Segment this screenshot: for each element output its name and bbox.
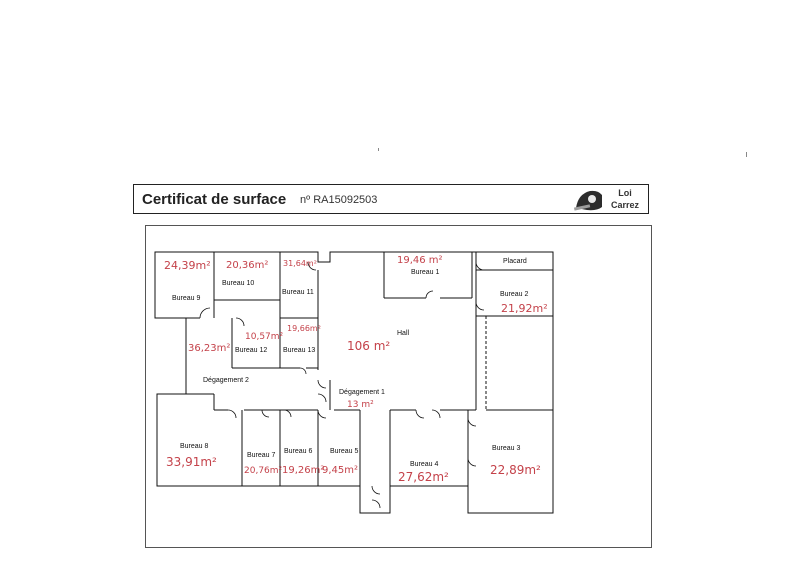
room-label-bureau-2: Bureau 2 <box>500 291 529 298</box>
area-bureau-3: 22,89m² <box>490 463 541 477</box>
room-label-hall: Hall <box>397 330 410 337</box>
area-hall: 106 m² <box>347 339 390 353</box>
area-bureau-1: 19,46 m² <box>397 255 443 266</box>
area-degagement-2: 36,23m² <box>188 343 230 354</box>
area-bureau-9: 24,39m² <box>164 259 211 272</box>
area-bureau-13: 19,66m² <box>287 324 321 333</box>
room-label-degagement-1: Dégagement 1 <box>339 389 385 396</box>
room-label-bureau-4: Bureau 4 <box>410 461 439 468</box>
area-bureau-8: 33,91m² <box>166 455 217 469</box>
certificate-reference: nº RA15092503 <box>300 194 378 206</box>
walls <box>154 251 554 514</box>
area-bureau-10: 20,36m² <box>226 260 268 271</box>
room-label-bureau-6: Bureau 6 <box>284 448 313 455</box>
room-label-bureau-1: Bureau 1 <box>411 269 440 276</box>
room-label-bureau-7: Bureau 7 <box>247 452 276 459</box>
door-swings <box>199 261 485 509</box>
area-bureau-7: 20,76m² <box>244 466 283 476</box>
tape-measure-icon <box>573 190 602 211</box>
scan-speck <box>378 148 379 151</box>
logo-text-carrez: Carrez <box>610 200 639 210</box>
room-label-bureau-12: Bureau 12 <box>235 347 267 354</box>
room-label-bureau-3: Bureau 3 <box>492 445 521 452</box>
page-title: Certificat de surface <box>142 191 287 208</box>
logo-text-loi: Loi <box>618 188 632 198</box>
room-label-bureau-10: Bureau 10 <box>222 280 254 287</box>
area-bureau-12: 10,57m² <box>245 332 284 342</box>
certificate-header: Certificat de surface nº RA15092503 Loi … <box>133 184 649 214</box>
area-bureau-6: 19,26m² <box>282 465 324 476</box>
area-degagement-1: 13 m² <box>347 400 374 410</box>
area-bureau-11: 31,64m² <box>283 259 317 268</box>
room-label-bureau-13: Bureau 13 <box>283 347 315 354</box>
floor-plan-frame <box>145 225 652 548</box>
area-bureau-5: 9,45m² <box>322 465 358 476</box>
area-bureau-2: 21,92m² <box>501 302 548 315</box>
room-label-bureau-8: Bureau 8 <box>180 443 209 450</box>
room-label-bureau-5: Bureau 5 <box>330 448 359 455</box>
loi-carrez-logo: Loi Carrez <box>572 186 646 213</box>
room-label-placard: Placard <box>503 258 527 265</box>
room-label-bureau-9: Bureau 9 <box>172 295 201 302</box>
room-label-bureau-11: Bureau 11 <box>282 289 314 296</box>
scan-speck <box>746 152 747 157</box>
area-bureau-4: 27,62m² <box>398 470 449 484</box>
room-label-degagement-2: Dégagement 2 <box>203 377 249 384</box>
